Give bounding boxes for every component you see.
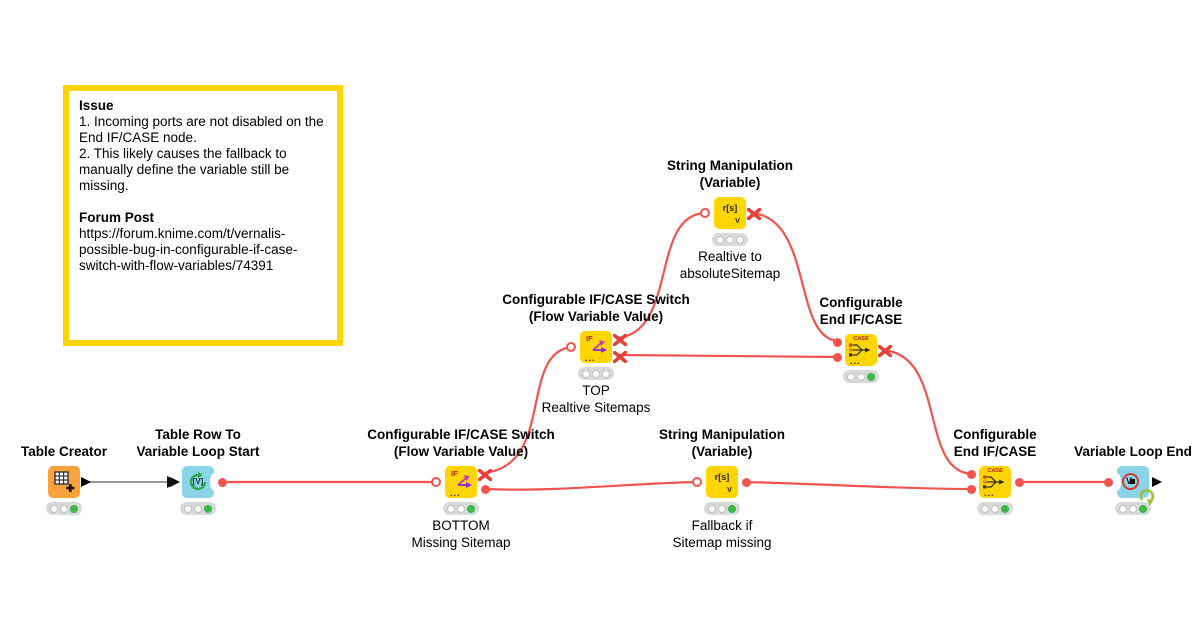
annotation-forum-link: switch-with-flow-variables/74391 [79, 258, 274, 273]
traffic-light [1115, 502, 1151, 515]
flow-variable-output-port[interactable] [218, 477, 227, 487]
string-manipulation-variable-icon: r[s] V [706, 466, 738, 498]
flow-variable-input-port[interactable] [692, 477, 702, 487]
node-configurable-if-case-switch-top[interactable]: Configurable IF/CASE Switch (Flow Variab… [502, 292, 690, 415]
flow-variable-output-port[interactable] [481, 485, 490, 494]
status-dot [1139, 504, 1147, 513]
annotation-line: 1. Incoming ports are not disabled on th… [79, 114, 324, 129]
loop-back-arrow-icon [1139, 489, 1155, 506]
node-title: Configurable IF/CASE Switch (Flow Variab… [367, 427, 555, 459]
connection-topswitch-stringmaniptop[interactable] [616, 211, 706, 340]
node-comment[interactable]: Realtive to absoluteSitemap [679, 249, 781, 281]
string-manipulation-variable-icon: r[s] V [714, 197, 746, 229]
node-title: Configurable End IF/CASE [953, 427, 1037, 459]
flow-variable-output-port[interactable] [742, 477, 751, 487]
annotation-forum-link: https://forum.knime.com/t/vernalis- [79, 226, 286, 241]
status-dot [70, 504, 78, 513]
flow-variable-input-port[interactable] [700, 208, 710, 218]
flow-variable-input-port[interactable] [431, 477, 441, 487]
inactive-branch-output-port[interactable] [746, 207, 762, 221]
traffic-light [578, 367, 614, 380]
annotation-line: manually define the variable still be [79, 162, 290, 177]
status-dot [204, 504, 212, 513]
flow-variable-input-port[interactable] [566, 342, 576, 352]
flow-variable-input-port[interactable] [833, 353, 842, 362]
node-title: Configurable IF/CASE Switch (Flow Variab… [502, 292, 690, 324]
node-comment[interactable]: BOTTOM Missing Sitemap [411, 518, 511, 550]
flow-variable-input-port[interactable] [967, 485, 976, 494]
node-table-creator[interactable]: Table Creator [21, 444, 107, 515]
data-input-port[interactable] [170, 476, 180, 487]
node-variable-loop-end[interactable]: Variable Loop End V [1074, 444, 1192, 515]
connection-stringmanipbottom-endcasebottom[interactable] [743, 480, 974, 491]
connection-bottomswitch-stringmanipbottom[interactable] [483, 480, 701, 491]
traffic-light [977, 502, 1013, 515]
status-dot [467, 504, 475, 513]
inactive-branch-output-port[interactable] [612, 350, 628, 364]
annotation-line: Forum Post [79, 210, 155, 225]
node-title: Configurable End IF/CASE [819, 295, 903, 327]
node-string-manipulation-variable-top[interactable]: String Manipulation (Variable) r[s] V Re… [667, 158, 793, 281]
inactive-branch-output-port[interactable] [877, 344, 893, 358]
status-dot [1001, 504, 1009, 513]
inactive-branch-output-port[interactable] [612, 333, 628, 347]
if-case-switch-icon: IF ... [445, 466, 477, 498]
node-string-manipulation-variable-bottom[interactable]: String Manipulation (Variable) r[s] V Fa… [659, 427, 785, 550]
node-comment[interactable]: Fallback if Sitemap missing [672, 518, 772, 550]
node-title: Table Creator [20, 444, 108, 459]
traffic-light [712, 233, 748, 246]
annotation-line: missing. [79, 178, 129, 193]
traffic-light [843, 370, 879, 383]
loop-start-icon: [V] [182, 466, 219, 498]
connection-endcasetop-endcasebottom[interactable] [881, 348, 974, 476]
annotation-line: 2. This likely causes the fallback to [79, 146, 287, 161]
inactive-branch-output-port[interactable] [477, 468, 493, 482]
workflow-annotation[interactable]: Issue 1. Incoming ports are not disabled… [63, 85, 343, 346]
node-title: String Manipulation (Variable) [667, 158, 793, 190]
annotation-line: Issue [79, 98, 114, 113]
node-configurable-end-if-case-top[interactable]: Configurable End IF/CASE CASE ... [819, 295, 903, 383]
annotation-line: End IF/CASE node. [79, 130, 197, 145]
status-dot [602, 369, 610, 378]
traffic-light [704, 502, 740, 515]
flow-variable-input-port[interactable] [833, 338, 842, 347]
flow-variable-output-port[interactable] [1015, 477, 1024, 487]
node-title: Variable Loop End [1074, 444, 1192, 459]
flow-variable-input-port[interactable] [1104, 477, 1113, 487]
end-if-case-icon: CASE ... [845, 334, 877, 366]
data-output-port[interactable] [81, 476, 91, 487]
node-title: Table Row To Variable Loop Start [136, 427, 260, 459]
end-if-case-icon: CASE ... [979, 466, 1011, 498]
connection-stringmaniptop-endcasetop[interactable] [750, 211, 840, 343]
node-configurable-if-case-switch-bottom[interactable]: Configurable IF/CASE Switch (Flow Variab… [367, 427, 555, 550]
flow-variable-input-port[interactable] [967, 470, 976, 479]
traffic-light [180, 502, 216, 515]
data-output-port[interactable] [1152, 476, 1162, 487]
connection-topswitch-endcasetop[interactable] [616, 353, 840, 359]
annotation-forum-link: possible-bug-in-configurable-if-case- [79, 242, 298, 257]
status-dot [867, 372, 875, 381]
node-title: String Manipulation (Variable) [659, 427, 785, 459]
status-dot [728, 504, 736, 513]
status-dot [736, 235, 744, 244]
connection-bottomswitch-topswitch[interactable] [481, 345, 573, 475]
node-comment[interactable]: TOP Realtive Sitemaps [541, 383, 651, 415]
table-plus-icon [48, 466, 80, 498]
node-table-row-to-variable-loop-start[interactable]: Table Row To Variable Loop Start [V] [136, 427, 260, 515]
node-configurable-end-if-case-bottom[interactable]: Configurable End IF/CASE CASE ... [953, 427, 1037, 515]
traffic-light [46, 502, 82, 515]
if-case-switch-icon: IF ... [580, 331, 612, 363]
traffic-light [443, 502, 479, 515]
